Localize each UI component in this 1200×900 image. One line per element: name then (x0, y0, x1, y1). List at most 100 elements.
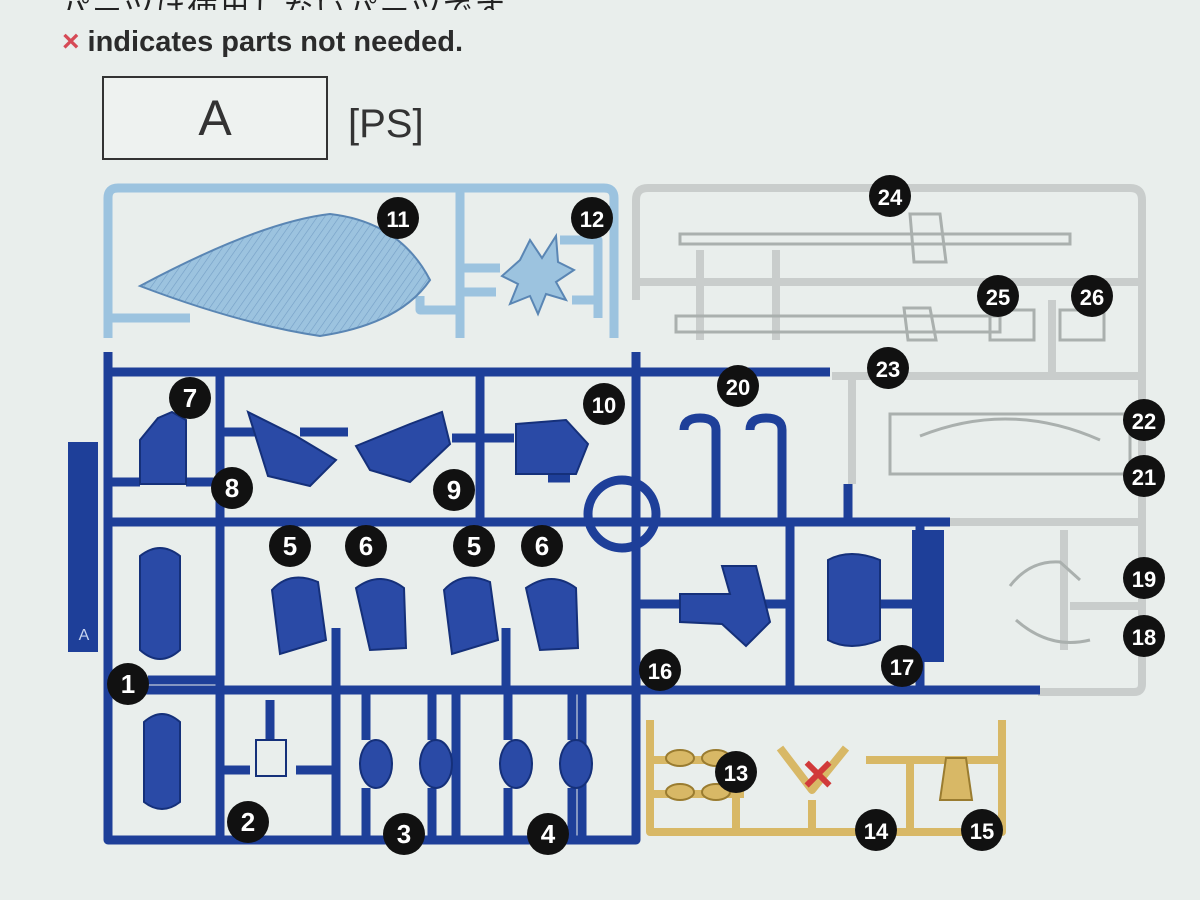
part-marker-circle (977, 275, 1019, 317)
part-marker: 2 (227, 801, 269, 843)
runner-label-box: A (102, 76, 328, 160)
part-marker-circle (521, 525, 563, 567)
part-marker: 25 (977, 275, 1019, 317)
part-number: 24 (878, 185, 903, 210)
part-number: 7 (183, 383, 197, 413)
part-marker: 5 (453, 525, 495, 567)
part-marker: 18 (1123, 615, 1165, 657)
cut-off-heading: パーツは使用しないパーツです。 (60, 0, 960, 10)
part-marker: 22 (1123, 399, 1165, 441)
part-marker: 26 (1071, 275, 1113, 317)
part-marker-circle (717, 365, 759, 407)
part-marker: 12 (571, 197, 613, 239)
part-number: 5 (467, 531, 481, 561)
part-number: 23 (876, 357, 900, 382)
light-blue-frame (103, 183, 619, 338)
light-blue-parts (137, 212, 576, 338)
material-code: [PS] (348, 102, 424, 146)
part-marker-circle (639, 649, 681, 691)
runner-tab-right (912, 530, 944, 662)
part-number: 15 (970, 819, 994, 844)
part-marker-circle (433, 469, 475, 511)
part-marker: 4 (527, 813, 569, 855)
part-number: 9 (447, 475, 461, 505)
part-number: 2 (241, 807, 255, 837)
part-marker-circle (867, 347, 909, 389)
part-marker: 6 (521, 525, 563, 567)
part-number: 11 (386, 207, 409, 232)
part-number: 16 (648, 659, 672, 684)
part-marker: 20 (717, 365, 759, 407)
part-number: 19 (1132, 567, 1156, 592)
part-marker-circle (869, 175, 911, 217)
part-marker-circle (571, 197, 613, 239)
part-number: 10 (592, 393, 616, 418)
part-number: 17 (890, 655, 914, 680)
part-marker: 5 (269, 525, 311, 567)
part-marker-circle (1123, 615, 1165, 657)
part-number: 8 (225, 473, 239, 503)
part-marker: 23 (867, 347, 909, 389)
part-marker-circle (269, 525, 311, 567)
part-marker-circle (1123, 455, 1165, 497)
part-number: 22 (1132, 409, 1156, 434)
part-marker-circle (107, 663, 149, 705)
part-marker: 21 (1123, 455, 1165, 497)
part-marker: 7 (169, 377, 211, 419)
part-marker-circle (1071, 275, 1113, 317)
part-marker-circle (961, 809, 1003, 851)
part-number: 6 (535, 531, 549, 561)
part-marker-circle (715, 751, 757, 793)
part-marker: 15 (961, 809, 1003, 851)
part-number: 4 (541, 819, 556, 849)
part-marker-circle (1123, 399, 1165, 441)
part-number: 5 (283, 531, 297, 561)
part-marker-circle (227, 801, 269, 843)
part-number: 6 (359, 531, 373, 561)
part-number: 12 (580, 207, 604, 232)
blue-frame (103, 352, 1040, 845)
part-number: 25 (986, 285, 1010, 310)
part-marker-circle (377, 197, 419, 239)
part-marker: 10 (583, 383, 625, 425)
part-marker-circle (855, 809, 897, 851)
note-text: indicates parts not needed. (87, 25, 464, 58)
part-marker-circle (383, 813, 425, 855)
runner-side-mark: A (79, 627, 90, 644)
part-marker-circle (881, 645, 923, 687)
part-marker: 6 (345, 525, 387, 567)
part-number: 26 (1080, 285, 1104, 310)
part-marker: 13 (715, 751, 757, 793)
runner-letter: A (198, 90, 232, 146)
part-marker: 17 (881, 645, 923, 687)
part-number: 21 (1132, 465, 1156, 490)
part-marker-circle (169, 377, 211, 419)
part-marker-circle (583, 383, 625, 425)
part-marker-circle (211, 467, 253, 509)
part-number: 20 (726, 375, 750, 400)
part-number: 13 (724, 761, 748, 786)
part-marker: 3 (383, 813, 425, 855)
part-marker: 11 (377, 197, 419, 239)
part-number: 3 (397, 819, 411, 849)
cross-icon: × (62, 25, 80, 58)
blue-parts (139, 410, 881, 810)
part-marker-circle (1123, 557, 1165, 599)
gold-parts (665, 749, 974, 801)
runner-tab (68, 442, 98, 652)
part-marker-circle (453, 525, 495, 567)
part-marker: 16 (639, 649, 681, 691)
part-marker: 24 (869, 175, 911, 217)
part-marker-circle (345, 525, 387, 567)
part-number: 1 (121, 669, 135, 699)
part-marker: 19 (1123, 557, 1165, 599)
not-needed-cross: × (802, 744, 834, 804)
part-number: 14 (864, 819, 889, 844)
part-number: 18 (1132, 625, 1156, 650)
not-needed-note: × indicates parts not needed. (62, 22, 463, 62)
part-marker: 14 (855, 809, 897, 851)
part-marker: 8 (211, 467, 253, 509)
